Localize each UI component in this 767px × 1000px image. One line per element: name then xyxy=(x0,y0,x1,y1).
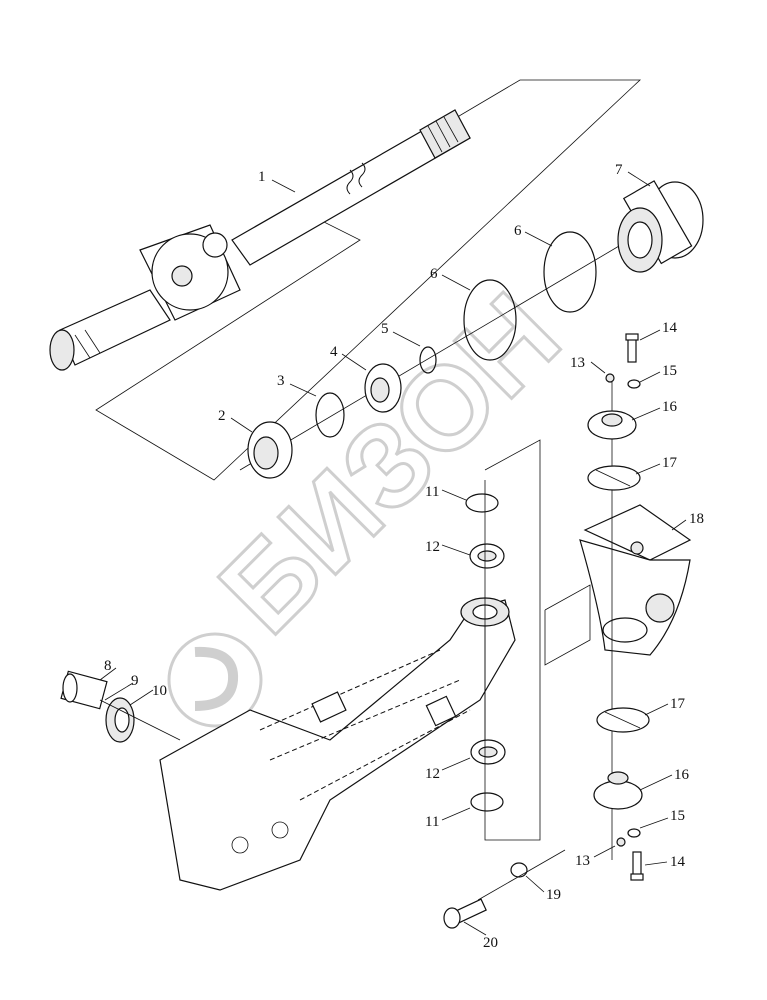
callout-12b: 12 xyxy=(425,766,440,782)
lower-bolt xyxy=(630,851,644,881)
lower-cap xyxy=(593,771,643,810)
callout-11a: 11 xyxy=(425,484,439,500)
axle-shaft xyxy=(49,109,471,371)
bolt-axis-line xyxy=(477,849,566,901)
lower-grease-nipple xyxy=(616,837,626,847)
lower-shim xyxy=(596,707,650,733)
sleeve xyxy=(60,670,108,710)
bearing xyxy=(364,363,402,413)
callout-4: 4 xyxy=(330,344,338,360)
callout-3: 3 xyxy=(277,373,285,389)
seal xyxy=(247,421,293,479)
callout-14a: 14 xyxy=(662,320,678,336)
hex-bolt xyxy=(443,898,487,929)
callout-16b: 16 xyxy=(674,767,690,783)
lower-seal xyxy=(470,792,504,812)
lower-bearing xyxy=(470,739,506,765)
steering-knuckle xyxy=(579,504,692,656)
callout-17a: 17 xyxy=(662,455,678,471)
callout-6b: 6 xyxy=(514,223,522,239)
callout-6a: 6 xyxy=(430,266,438,282)
lower-washer xyxy=(627,828,641,838)
callout-19: 19 xyxy=(546,887,561,903)
retaining-ring xyxy=(419,346,437,374)
callout-11b: 11 xyxy=(425,814,439,830)
bushing-housing xyxy=(617,180,704,273)
callout-14b: 14 xyxy=(670,854,686,870)
callout-9: 9 xyxy=(131,673,139,689)
o-ring-small xyxy=(543,231,597,313)
upper-cap xyxy=(587,410,637,440)
callout-18: 18 xyxy=(689,511,704,527)
upper-seal xyxy=(465,493,499,513)
nut xyxy=(510,862,528,878)
callout-7: 7 xyxy=(615,162,623,178)
upper-bearing xyxy=(469,543,505,569)
callout-17b: 17 xyxy=(670,696,686,712)
callout-13a: 13 xyxy=(570,355,585,371)
washer-axis-line xyxy=(99,699,181,741)
upper-shim xyxy=(587,465,641,491)
leader-lines xyxy=(99,171,687,936)
callout-1: 1 xyxy=(258,169,266,185)
callout-15a: 15 xyxy=(662,363,677,379)
upper-washer xyxy=(627,379,641,389)
snap-ring xyxy=(315,392,345,438)
callout-15b: 15 xyxy=(670,808,685,824)
callout-16a: 16 xyxy=(662,399,678,415)
knuckle-axis-frame xyxy=(544,584,591,666)
watermark-emblem-icon xyxy=(167,632,263,728)
watermark-logo: БИЗОН xyxy=(167,267,586,728)
o-ring-large xyxy=(463,279,517,361)
callout-20: 20 xyxy=(483,935,498,951)
callout-labels: 1 2 3 4 5 6 6 7 8 9 10 11 11 12 12 13 13… xyxy=(104,162,704,951)
upper-grease-nipple xyxy=(605,373,615,383)
callout-5: 5 xyxy=(381,321,389,337)
axle-housing xyxy=(159,597,516,891)
upper-bolt xyxy=(625,333,639,363)
callout-8: 8 xyxy=(104,658,112,674)
shaft-axis-line xyxy=(239,209,681,471)
callout-12a: 12 xyxy=(425,539,440,555)
callout-13b: 13 xyxy=(575,853,590,869)
callout-2: 2 xyxy=(218,408,226,424)
washer xyxy=(105,697,135,743)
callout-10: 10 xyxy=(152,683,167,699)
bearing-axis-frame xyxy=(484,439,541,841)
